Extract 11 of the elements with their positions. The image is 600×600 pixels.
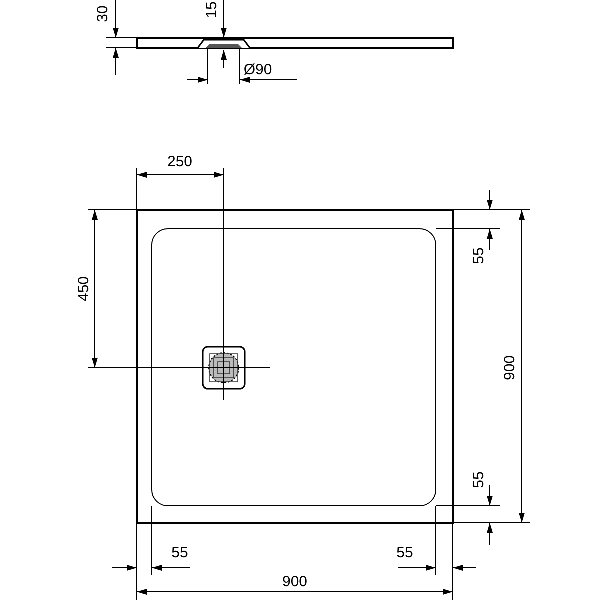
- dimension-value: 55: [472, 472, 486, 488]
- dimension-value: 55: [472, 248, 486, 264]
- dimension-value: Ø90: [244, 62, 272, 78]
- dimension-value: 15: [204, 2, 220, 18]
- dimension-value: 900: [502, 355, 518, 381]
- dimension-value: 250: [167, 154, 193, 170]
- dimension-value: 55: [396, 546, 414, 560]
- dimension-value: 55: [172, 546, 188, 560]
- dimension-value: 900: [282, 574, 308, 590]
- dimension-value: 30: [96, 6, 110, 22]
- dimension-value: 450: [76, 276, 92, 302]
